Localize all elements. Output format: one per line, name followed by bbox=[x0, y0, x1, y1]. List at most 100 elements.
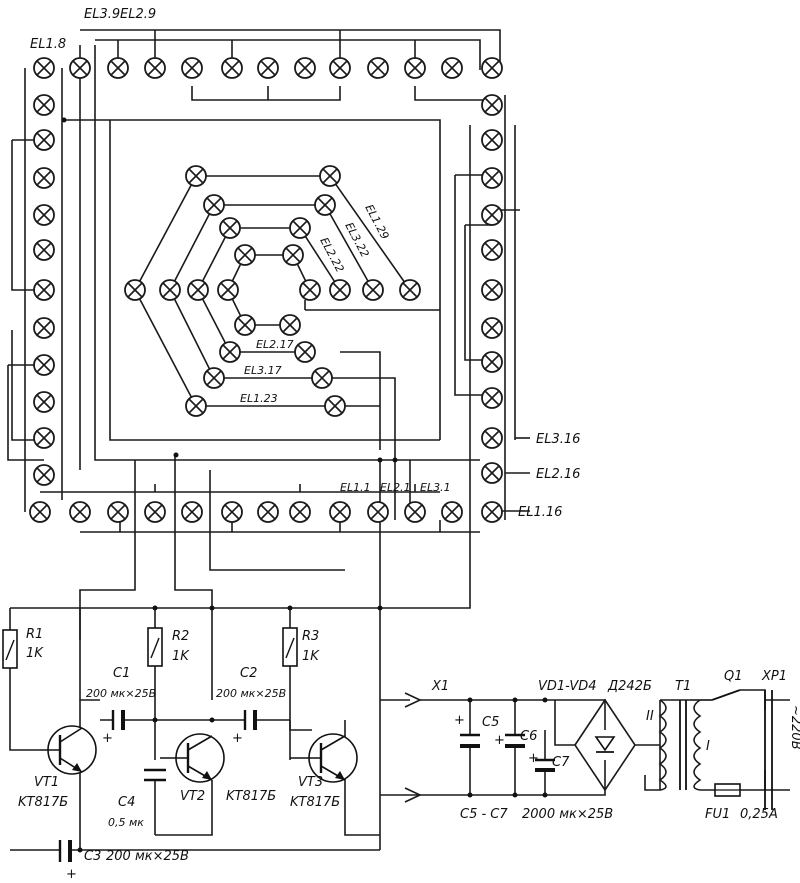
lamp bbox=[219, 217, 241, 239]
label-el2-1: EL2.1 bbox=[380, 481, 411, 494]
label-q1: Q1 bbox=[724, 669, 743, 684]
junction-dots bbox=[61, 117, 548, 853]
lamp bbox=[481, 462, 503, 484]
lamp bbox=[481, 317, 503, 339]
fuse-fu1 bbox=[714, 783, 741, 797]
lamp bbox=[311, 367, 333, 389]
label-c3-value: 200 мк×25В bbox=[106, 849, 189, 864]
lamp bbox=[29, 501, 51, 523]
lamp bbox=[294, 341, 316, 363]
capacitor-c1 bbox=[111, 710, 125, 730]
resistor-r1 bbox=[2, 629, 18, 669]
lamp bbox=[33, 354, 55, 376]
label-r2-value: 1K bbox=[172, 649, 190, 664]
lamp bbox=[404, 501, 426, 523]
lamp bbox=[329, 279, 351, 301]
label-vt2: VT2 bbox=[180, 789, 205, 804]
capacitor-c7 bbox=[535, 758, 555, 772]
lamp bbox=[282, 244, 304, 266]
label-vt3: VT3 bbox=[298, 775, 323, 790]
lamp bbox=[367, 501, 389, 523]
label-winding-2: II bbox=[646, 709, 654, 724]
resistor-r3 bbox=[282, 627, 298, 667]
label-plus-c1: + bbox=[102, 731, 113, 746]
lamp bbox=[289, 501, 311, 523]
label-plus-c7: + bbox=[528, 751, 539, 766]
lamp bbox=[257, 501, 279, 523]
diode-bridge bbox=[594, 736, 616, 753]
lamp bbox=[289, 217, 311, 239]
lamp bbox=[481, 279, 503, 301]
lamp bbox=[221, 501, 243, 523]
lamp bbox=[314, 194, 336, 216]
lamp-array bbox=[29, 57, 503, 523]
lamp bbox=[481, 387, 503, 409]
lamp bbox=[69, 57, 91, 79]
label-c2: C2 bbox=[240, 666, 257, 681]
transistor-vt1 bbox=[40, 725, 97, 775]
lamp bbox=[217, 279, 239, 301]
lamp bbox=[33, 317, 55, 339]
label-xp1: XP1 bbox=[761, 669, 787, 684]
label-vt1: VT1 bbox=[34, 775, 59, 790]
label-el3-22: EL3.22 bbox=[342, 220, 371, 259]
lamp bbox=[367, 57, 389, 79]
label-mains: ~220В bbox=[788, 705, 800, 750]
label-el3-9: EL3.9 bbox=[84, 7, 120, 22]
lamp bbox=[481, 57, 503, 79]
label-c2-value: 200 мк×25В bbox=[216, 687, 286, 700]
lamp bbox=[481, 501, 503, 523]
label-el1-16: EL1.16 bbox=[518, 505, 562, 520]
lamp bbox=[33, 391, 55, 413]
lamp bbox=[329, 57, 351, 79]
lamp bbox=[107, 57, 129, 79]
lamp bbox=[203, 194, 225, 216]
lamp bbox=[221, 57, 243, 79]
label-c1: C1 bbox=[113, 666, 130, 681]
lamp bbox=[124, 279, 146, 301]
lamp bbox=[362, 279, 384, 301]
label-plus-c3: + bbox=[66, 867, 77, 882]
label-el2-22: EL2.22 bbox=[317, 235, 346, 274]
label-vt2-type: KT817Б bbox=[226, 789, 276, 804]
lamp bbox=[33, 427, 55, 449]
label-c3: C3 bbox=[84, 849, 101, 864]
label-c1-value: 200 мк×25В bbox=[86, 687, 156, 700]
lamp bbox=[107, 501, 129, 523]
label-c5: C5 bbox=[482, 715, 499, 730]
label-c5-c7: C5 - C7 bbox=[460, 807, 508, 822]
label-c5-c7-value: 2000 мк×25В bbox=[522, 807, 613, 822]
lamp bbox=[33, 279, 55, 301]
label-c4: C4 bbox=[118, 795, 135, 810]
capacitor-c5 bbox=[460, 733, 480, 748]
lamp bbox=[481, 239, 503, 261]
label-fu1-value: 0,25А bbox=[740, 807, 778, 822]
label-vt1-type: KT817Б bbox=[18, 795, 68, 810]
label-r3-value: 1K bbox=[302, 649, 320, 664]
lamp bbox=[481, 427, 503, 449]
wiring bbox=[7, 29, 790, 851]
lamp bbox=[33, 239, 55, 261]
lamp bbox=[187, 279, 209, 301]
lamp bbox=[481, 167, 503, 189]
lamp bbox=[329, 501, 351, 523]
lamp bbox=[294, 57, 316, 79]
label-r3: R3 bbox=[302, 629, 319, 644]
transformer-t1 bbox=[658, 699, 702, 791]
lamp bbox=[319, 165, 341, 187]
switch-q1 bbox=[700, 689, 741, 701]
capacitor-c3 bbox=[58, 840, 72, 862]
label-c7: C7 bbox=[552, 755, 570, 770]
label-el1-8: EL1.8 bbox=[30, 37, 66, 52]
lamp bbox=[33, 204, 55, 226]
label-el3-16: EL3.16 bbox=[536, 432, 580, 447]
label-fu1: FU1 bbox=[705, 807, 730, 822]
label-el1-23: EL1.23 bbox=[240, 392, 278, 405]
lamp bbox=[181, 501, 203, 523]
label-r1: R1 bbox=[26, 627, 43, 642]
lamp bbox=[441, 57, 463, 79]
lamp bbox=[159, 279, 181, 301]
capacitor-c4 bbox=[144, 768, 166, 782]
label-t1: T1 bbox=[675, 679, 691, 694]
